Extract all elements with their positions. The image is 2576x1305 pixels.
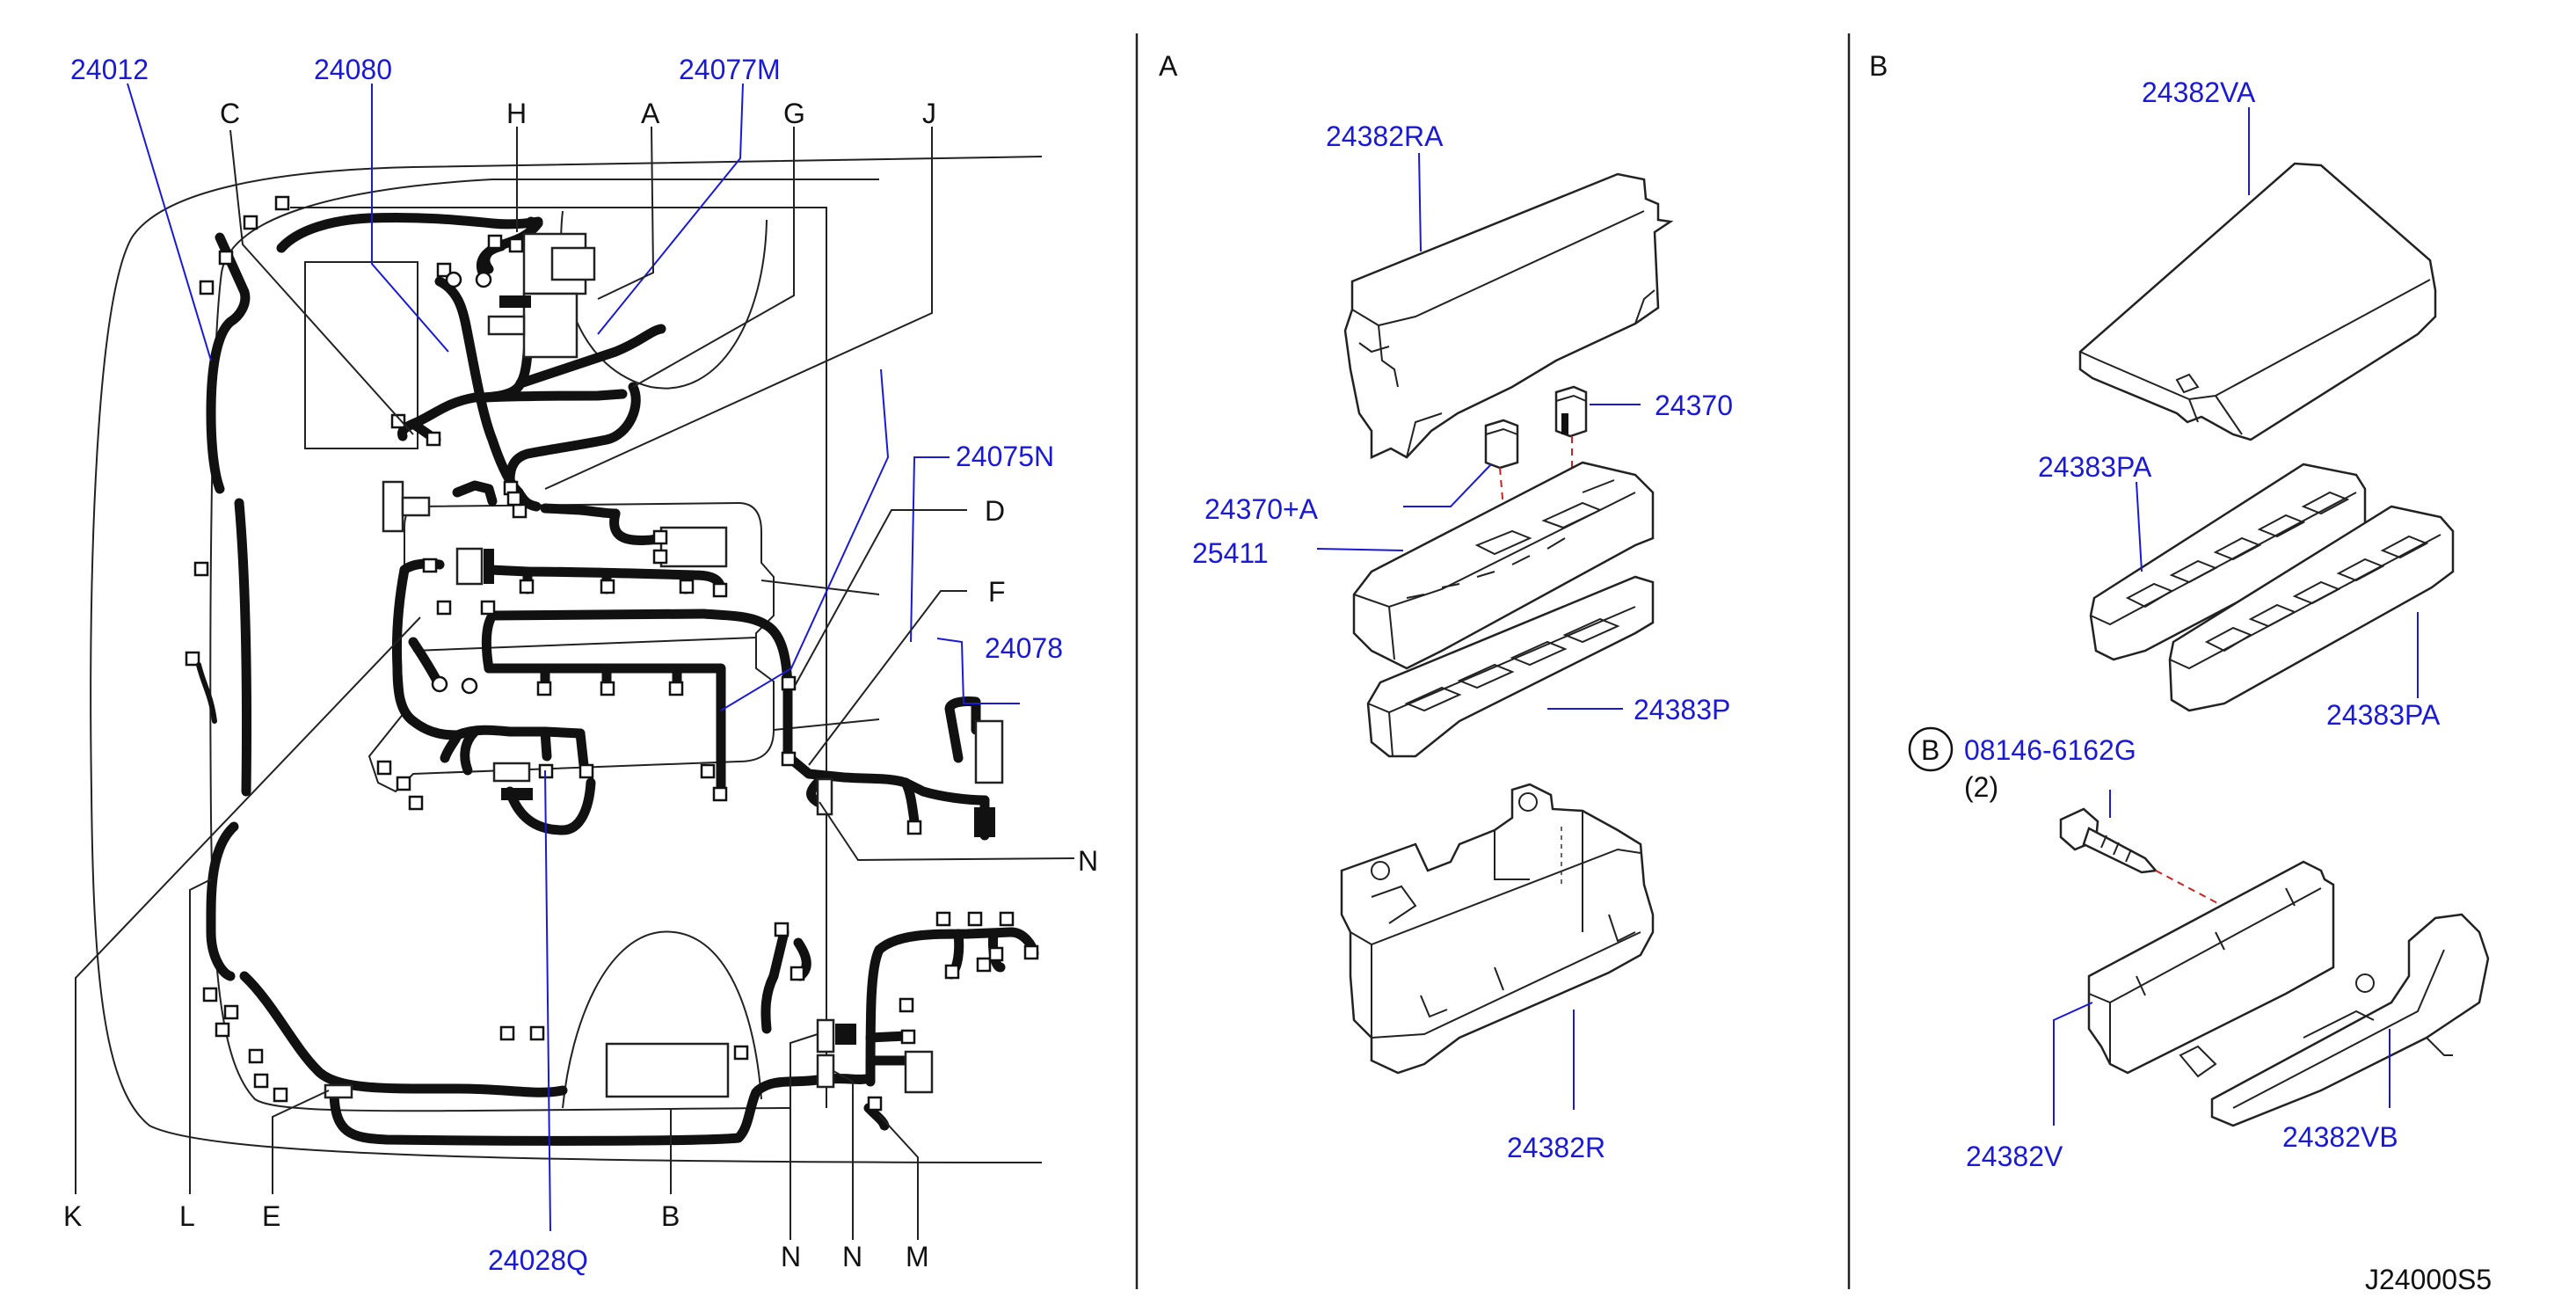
label-24077m: 24077M xyxy=(679,54,781,85)
ref-n-lower-1: N xyxy=(781,1241,801,1272)
fuse-box-cover-24382va xyxy=(2078,162,2437,441)
fuse-box-lower-24382v xyxy=(2087,860,2335,1075)
fuse-box-cover-24382ra xyxy=(1343,172,1674,459)
label-24382ra: 24382RA xyxy=(1326,120,1444,152)
detail-b-leaders xyxy=(2053,107,2419,1126)
fuse-holder-24383pa-lower xyxy=(2168,505,2455,712)
ref-k: K xyxy=(63,1200,82,1232)
ref-n-right: N xyxy=(1078,845,1098,877)
label-24078: 24078 xyxy=(985,632,1063,664)
detail-a-title: A xyxy=(1159,50,1178,82)
ref-f: F xyxy=(988,576,1006,608)
detail-b-title: B xyxy=(1869,50,1888,82)
connectors xyxy=(185,195,1039,1112)
label-24370-a: 24370+A xyxy=(1204,493,1319,525)
label-24370: 24370 xyxy=(1655,390,1733,421)
fuse-holder-24383p xyxy=(1366,575,1655,758)
label-24012: 24012 xyxy=(70,54,149,85)
label-24382va: 24382VA xyxy=(2142,77,2256,108)
ref-n-lower-2: N xyxy=(842,1241,862,1272)
label-24382r: 24382R xyxy=(1507,1132,1605,1163)
ref-c: C xyxy=(220,98,240,129)
harness-24012 xyxy=(206,232,1039,1146)
ref-m: M xyxy=(906,1241,929,1272)
label-24382v: 24382V xyxy=(1966,1141,2063,1172)
ref-g: G xyxy=(783,98,805,129)
detail-a-leaders xyxy=(1316,152,1641,1110)
relay-24370 xyxy=(1554,385,1588,438)
circle-ref-b xyxy=(1908,726,1954,772)
ref-j: J xyxy=(922,98,936,129)
ref-e: E xyxy=(262,1200,280,1232)
fuse-box-lower-24382r xyxy=(1340,783,1655,1075)
ref-d: D xyxy=(985,495,1005,527)
label-24383pa-upper: 24383PA xyxy=(2038,451,2152,483)
ref-a: A xyxy=(641,98,660,129)
label-24383p: 24383P xyxy=(1634,694,1730,725)
ref-b: B xyxy=(661,1200,680,1232)
diagram-code: J24000S5 xyxy=(2365,1264,2492,1295)
label-25411: 25411 xyxy=(1192,537,1269,569)
circle-ref-b-letter: B xyxy=(1921,734,1939,766)
ref-l: L xyxy=(179,1200,195,1232)
fuse-block-25411 xyxy=(1352,461,1655,670)
label-24383pa-lower: 24383PA xyxy=(2326,699,2441,731)
relay-24370-a xyxy=(1484,419,1519,470)
label-24382vb: 24382VB xyxy=(2282,1121,2398,1153)
label-bolt-qty: (2) xyxy=(1964,771,1998,803)
label-24028q: 24028Q xyxy=(488,1244,588,1276)
label-24080: 24080 xyxy=(314,54,392,85)
bolt-08146-6162g xyxy=(2059,807,2158,874)
fuse-box-bracket-24382vb xyxy=(2179,913,2490,1127)
label-bolt: 08146-6162G xyxy=(1964,734,2136,766)
ref-h: H xyxy=(506,98,527,129)
label-24075n: 24075N xyxy=(956,441,1054,472)
main-leaders xyxy=(75,83,1075,1240)
